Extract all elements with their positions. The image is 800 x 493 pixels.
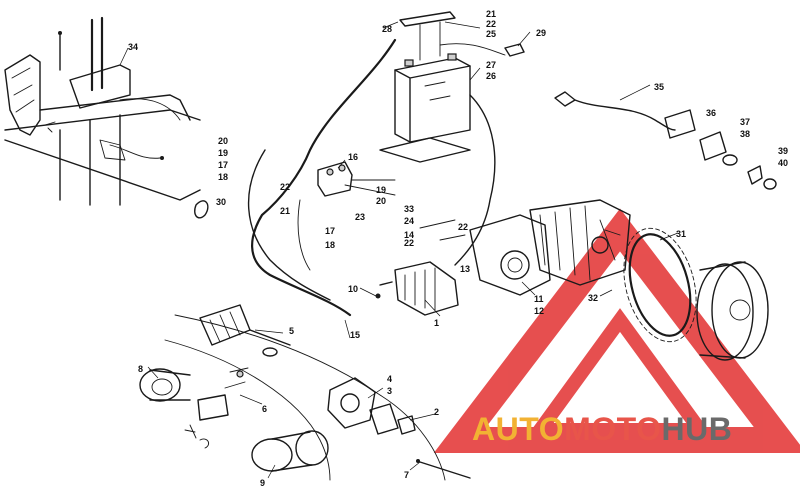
callout-23: 23 [355,212,365,222]
callout-9: 9 [260,478,265,488]
callout-16: 16 [348,152,358,162]
watermark-moto: MOTO [564,411,661,447]
callout-36: 36 [706,108,716,118]
callout-26: 26 [486,71,496,81]
callout-28: 28 [382,24,392,34]
watermark-hub: HUB [661,411,732,447]
starter-exploded-view [139,304,471,481]
callout-27: 27 [486,60,496,70]
ring-gear [623,227,697,343]
solenoid-relay [317,161,396,197]
brush-plate [197,367,249,421]
callout-21-top: 21 [486,9,496,19]
callout-13: 13 [460,264,470,274]
battery-cables [194,38,496,317]
through-bolt [416,459,471,479]
frame-bracket-assembly [4,16,201,206]
callout-5: 5 [289,326,294,336]
callout-17-mid: 17 [325,226,335,236]
callout-40: 40 [778,158,788,168]
callout-22-top: 22 [486,19,496,29]
callout-20-right: 20 [376,196,386,206]
wiring-harness-key-switch [554,91,777,190]
field-housing-tube [251,430,329,472]
callout-labels: 1 2 3 4 5 6 7 8 9 10 11 12 13 14 15 16 1… [128,9,788,488]
callout-2: 2 [434,407,439,417]
callout-18-mid: 18 [325,240,335,250]
end-cap-housing [139,368,191,402]
callout-7: 7 [404,470,409,480]
callout-14: 14 [404,230,414,240]
callout-39: 39 [778,146,788,156]
flywheel-clutch [696,261,769,361]
callout-31: 31 [676,229,686,239]
watermark-logo-triangle [433,208,800,453]
callout-17-left: 17 [218,160,228,170]
callout-30: 30 [216,197,226,207]
callout-35: 35 [654,82,664,92]
drive-gear-pinion [369,403,416,435]
callout-8: 8 [138,364,143,374]
callout-37: 37 [740,117,750,127]
battery-assembly [379,11,525,163]
callout-32: 32 [588,293,598,303]
starter-motor [375,214,551,316]
callout-10: 10 [348,284,358,294]
callout-11: 11 [534,294,544,304]
callout-19-left: 19 [218,148,228,158]
callout-22-right-b: 22 [458,222,468,232]
callout-22-right-a: 22 [404,238,414,248]
callout-4: 4 [387,374,392,384]
watermark-logo-text: AUTOMOTOHUB [472,411,732,447]
callout-29: 29 [536,28,546,38]
callout-33: 33 [404,204,414,214]
svg-text:AUTOMOTOHUB: AUTOMOTOHUB [472,411,732,447]
callout-34: 34 [128,42,138,52]
callout-12: 12 [534,306,544,316]
callout-6: 6 [262,404,267,414]
callout-18-left: 18 [218,172,228,182]
callout-25: 25 [486,29,496,39]
armature [199,304,291,357]
callout-21-mid: 21 [280,206,290,216]
watermark-auto: AUTO [472,411,564,447]
engine-block [529,199,631,286]
callout-22-mid: 22 [280,182,290,192]
callout-24: 24 [404,216,414,226]
callout-20-left: 20 [218,136,228,146]
callout-leaders [119,21,679,479]
callout-19-right: 19 [376,185,386,195]
callout-38: 38 [740,129,750,139]
callout-3: 3 [387,386,392,396]
drive-end-housing [327,377,376,429]
callout-15: 15 [350,330,360,340]
callout-1: 1 [434,318,439,328]
